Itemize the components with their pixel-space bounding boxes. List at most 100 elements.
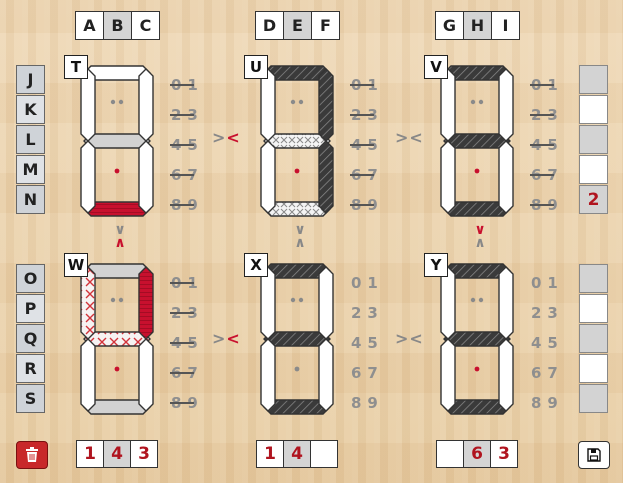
row-header-q[interactable]: Q bbox=[16, 324, 45, 353]
segment-g[interactable] bbox=[443, 133, 511, 149]
hint-row[interactable]: 01 bbox=[170, 70, 204, 100]
col-header-f[interactable]: F bbox=[311, 11, 340, 40]
hint-row[interactable]: 01 bbox=[350, 70, 384, 100]
side-cell[interactable] bbox=[579, 155, 608, 184]
row-header-r[interactable]: R bbox=[16, 354, 45, 383]
segment-e[interactable] bbox=[260, 140, 276, 214]
hint-row[interactable]: 23 bbox=[170, 298, 204, 328]
segment-f[interactable] bbox=[80, 68, 96, 142]
hint-row[interactable]: 23 bbox=[170, 100, 204, 130]
col-header-g[interactable]: G bbox=[435, 11, 464, 40]
hint-row[interactable]: 45 bbox=[351, 334, 384, 352]
segment-e[interactable] bbox=[80, 140, 96, 214]
side-cell[interactable] bbox=[579, 95, 608, 124]
compare-t-u[interactable]: >< bbox=[212, 128, 241, 147]
hint-row[interactable]: 45 bbox=[531, 334, 564, 352]
hint-row[interactable]: 01 bbox=[351, 274, 384, 292]
hint-row[interactable]: 67 bbox=[170, 358, 204, 388]
answer-cell-g[interactable] bbox=[436, 440, 464, 468]
row-header-s[interactable]: S bbox=[16, 384, 45, 413]
compare-x-y[interactable]: >< bbox=[395, 329, 424, 348]
row-header-n[interactable]: N bbox=[16, 185, 45, 214]
hint-row[interactable]: 45 bbox=[170, 328, 204, 358]
hint-row[interactable]: 45 bbox=[530, 130, 564, 160]
hint-row[interactable]: 23 bbox=[531, 304, 564, 322]
hint-row[interactable]: 89 bbox=[350, 190, 384, 220]
delete-button[interactable] bbox=[16, 441, 48, 469]
hint-row[interactable]: 67 bbox=[530, 160, 564, 190]
hint-row[interactable]: 01 bbox=[530, 70, 564, 100]
answer-cell-a[interactable]: 1 bbox=[76, 440, 104, 468]
hint-row[interactable]: 89 bbox=[530, 190, 564, 220]
row-header-o[interactable]: O bbox=[16, 264, 45, 293]
row-header-p[interactable]: P bbox=[16, 294, 45, 323]
segment-e[interactable] bbox=[440, 338, 456, 412]
answer-cell-f[interactable] bbox=[310, 440, 338, 468]
segment-g[interactable] bbox=[263, 331, 331, 347]
segment-b[interactable] bbox=[318, 266, 334, 340]
col-header-a[interactable]: A bbox=[75, 11, 104, 40]
segment-f[interactable] bbox=[440, 68, 456, 142]
row-header-m[interactable]: M bbox=[16, 155, 45, 184]
hint-row[interactable]: 89 bbox=[531, 394, 564, 412]
save-button[interactable] bbox=[578, 441, 610, 469]
segment-e[interactable] bbox=[440, 140, 456, 214]
answer-cell-c[interactable]: 3 bbox=[130, 440, 158, 468]
segment-c[interactable] bbox=[138, 140, 154, 214]
compare-w-x[interactable]: >< bbox=[212, 329, 241, 348]
col-header-i[interactable]: I bbox=[491, 11, 520, 40]
side-cell[interactable] bbox=[579, 384, 608, 413]
segment-f[interactable] bbox=[260, 68, 276, 142]
segment-e[interactable] bbox=[80, 338, 96, 412]
segment-f[interactable] bbox=[80, 266, 96, 340]
row-header-l[interactable]: L bbox=[16, 125, 45, 154]
side-cell[interactable] bbox=[579, 264, 608, 293]
segment-b[interactable] bbox=[138, 68, 154, 142]
side-cell[interactable] bbox=[579, 294, 608, 323]
answer-cell-d[interactable]: 1 bbox=[256, 440, 284, 468]
compare-v-y[interactable]: ∨ ∧ bbox=[473, 223, 487, 250]
segment-b[interactable] bbox=[138, 266, 154, 340]
segment-b[interactable] bbox=[498, 266, 514, 340]
answer-cell-b[interactable]: 4 bbox=[103, 440, 131, 468]
hint-row[interactable]: 45 bbox=[170, 130, 204, 160]
segment-f[interactable] bbox=[260, 266, 276, 340]
row-header-j[interactable]: J bbox=[16, 65, 45, 94]
segment-g[interactable] bbox=[263, 133, 331, 149]
side-cell[interactable] bbox=[579, 324, 608, 353]
hint-row[interactable]: 89 bbox=[170, 388, 204, 418]
hint-row[interactable]: 01 bbox=[531, 274, 564, 292]
hint-row[interactable]: 67 bbox=[351, 364, 384, 382]
col-header-c[interactable]: C bbox=[131, 11, 160, 40]
hint-row[interactable]: 89 bbox=[170, 190, 204, 220]
compare-u-v[interactable]: >< bbox=[395, 128, 424, 147]
segment-b[interactable] bbox=[318, 68, 334, 142]
hint-row[interactable]: 23 bbox=[530, 100, 564, 130]
segment-g[interactable] bbox=[83, 133, 151, 149]
segment-c[interactable] bbox=[318, 338, 334, 412]
compare-u-x[interactable]: ∨ ∧ bbox=[293, 223, 307, 250]
side-cell[interactable]: 2 bbox=[579, 185, 608, 214]
hint-row[interactable]: 23 bbox=[351, 304, 384, 322]
col-header-h[interactable]: H bbox=[463, 11, 492, 40]
hint-row[interactable]: 67 bbox=[531, 364, 564, 382]
hint-row[interactable]: 45 bbox=[350, 130, 384, 160]
segment-g[interactable] bbox=[443, 331, 511, 347]
side-cell[interactable] bbox=[579, 65, 608, 94]
hint-row[interactable]: 01 bbox=[170, 268, 204, 298]
hint-row[interactable]: 67 bbox=[170, 160, 204, 190]
segment-f[interactable] bbox=[440, 266, 456, 340]
answer-cell-e[interactable]: 4 bbox=[283, 440, 311, 468]
hint-row[interactable]: 89 bbox=[351, 394, 384, 412]
side-cell[interactable] bbox=[579, 354, 608, 383]
segment-e[interactable] bbox=[260, 338, 276, 412]
segment-g[interactable] bbox=[83, 331, 151, 347]
answer-cell-i[interactable]: 3 bbox=[490, 440, 518, 468]
hint-row[interactable]: 67 bbox=[350, 160, 384, 190]
hint-row[interactable]: 23 bbox=[350, 100, 384, 130]
compare-t-w[interactable]: ∨ ∧ bbox=[113, 223, 127, 250]
segment-c[interactable] bbox=[498, 140, 514, 214]
segment-c[interactable] bbox=[318, 140, 334, 214]
col-header-b[interactable]: B bbox=[103, 11, 132, 40]
row-header-k[interactable]: K bbox=[16, 95, 45, 124]
